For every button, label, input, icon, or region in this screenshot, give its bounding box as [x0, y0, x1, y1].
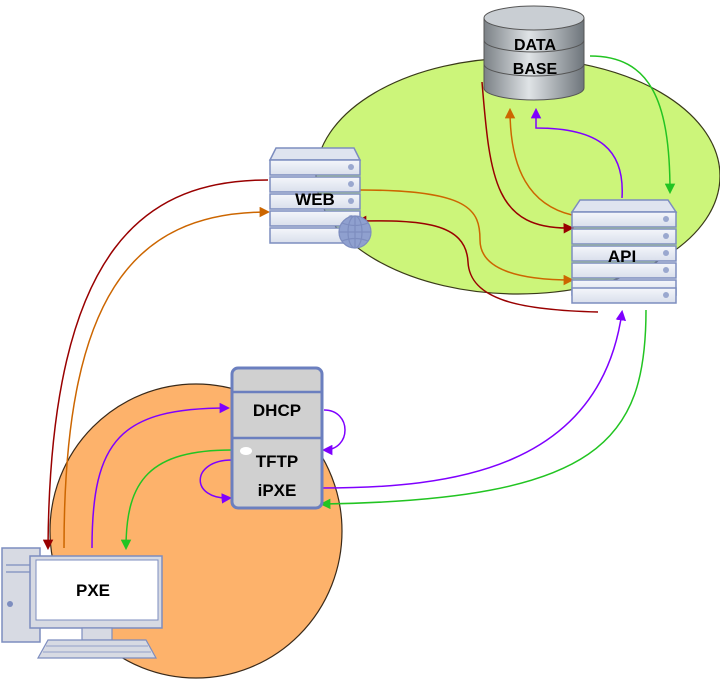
arrow-web-to-pxe — [42, 179, 269, 551]
web-node: WEB — [268, 147, 372, 249]
arrow-tftp-to-pxe — [120, 449, 233, 551]
keyboard — [36, 639, 158, 659]
arrow-ipxe-to-api — [321, 309, 627, 489]
desktop-computer-icon — [1, 547, 163, 659]
api-node: API — [570, 199, 678, 304]
arrow-api-to-db — [504, 107, 573, 216]
drive-slot-icon — [240, 447, 252, 455]
arrow-db-to-api — [481, 81, 575, 234]
database-cylinder-icon — [483, 5, 585, 101]
connectors — [42, 55, 676, 551]
database-label-line1: DATA — [514, 37, 557, 54]
monitor-screen — [35, 559, 159, 621]
arrow-tftp-ipxe-loop — [199, 459, 233, 504]
arrow-api-to-web — [355, 215, 599, 313]
ipxe-label: iPXE — [258, 481, 297, 500]
dhcp-label: DHCP — [253, 401, 301, 420]
web-server-globe-icon — [268, 147, 372, 249]
database-label-line2: BASE — [513, 61, 558, 78]
server-rack-icon — [570, 199, 678, 304]
tftp-label: TFTP — [256, 452, 299, 471]
web-label: WEB — [295, 190, 335, 209]
arrow-db-to-api-green — [589, 55, 676, 195]
arrow-web-to-api — [359, 189, 575, 286]
database-node: DATA BASE — [483, 5, 585, 101]
arrow-pxe-to-web — [63, 206, 271, 549]
boot-services-node: DHCP TFTP iPXE — [230, 366, 324, 510]
arrow-pxe-to-dhcp — [91, 402, 231, 549]
api-label: API — [608, 247, 636, 266]
arrow-dhcp-loop — [321, 409, 346, 456]
arrow-api-to-ipxe — [319, 309, 647, 510]
pxe-node: PXE — [1, 547, 163, 659]
pxe-label: PXE — [76, 581, 110, 600]
arrow-api-to-db-purple — [530, 107, 623, 199]
